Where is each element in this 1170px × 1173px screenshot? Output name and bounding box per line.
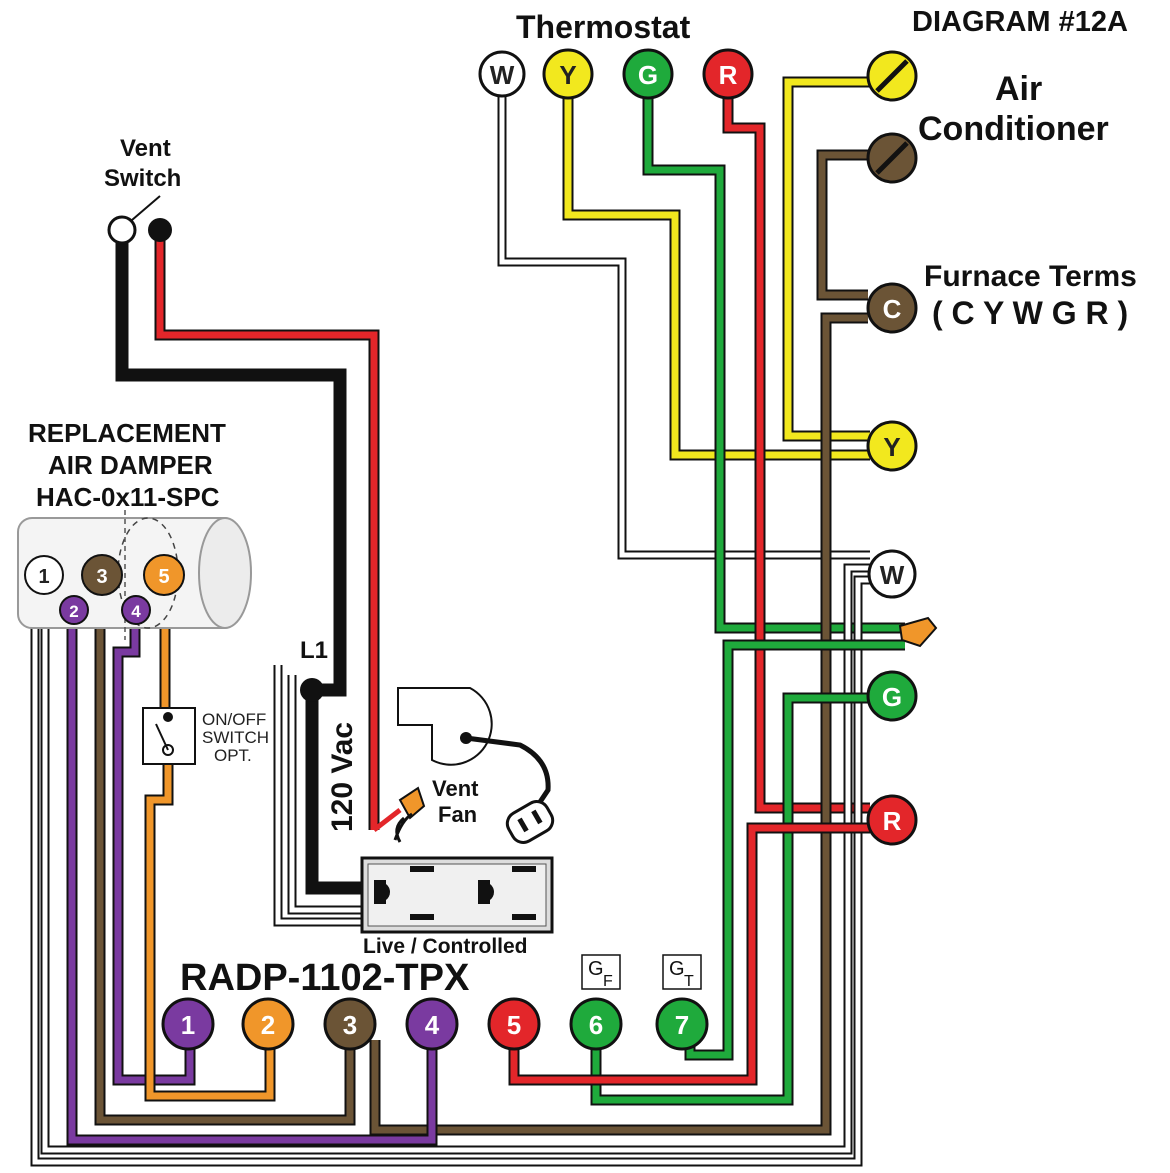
svg-text:1: 1 [38,566,49,588]
vent-switch-line1: Vent [120,135,171,162]
wire-black-line [115,232,368,895]
svg-text:R: R [883,806,902,836]
vent-fan-icon [397,687,555,844]
svg-text:7: 7 [675,1010,689,1040]
svg-text:6: 6 [589,1010,603,1040]
ac-title-line1: Air [995,70,1042,108]
wire-furnace-r [508,822,870,1086]
wire-nut-icon [898,616,938,648]
controller-terminal-5[interactable]: 5 [487,997,541,1051]
thermostat-terminal-w[interactable]: W [478,50,526,98]
svg-text:5: 5 [507,1010,521,1040]
thermostat-terminal-r[interactable]: R [702,48,754,100]
wire-red-line [154,232,380,830]
svg-text:1: 1 [181,1010,195,1040]
wire-ac-brown [369,149,880,1136]
controller-terminal-4[interactable]: 4 [405,997,459,1051]
furnace-title: Furnace Terms [924,260,1137,293]
svg-text:Y: Y [559,60,576,90]
controller-terminal-7[interactable]: 7 [655,997,709,1051]
damper-title-line1: REPLACEMENT [28,418,226,448]
onoff-switch[interactable] [142,707,196,765]
damper-terminal-5[interactable]: 5 [143,554,185,596]
controller-terminal-3[interactable]: 3 [323,997,377,1051]
wire-damper-4 [112,612,196,1086]
svg-text:2: 2 [69,602,78,621]
damper-terminal-1[interactable]: 1 [24,555,64,595]
svg-text:F: F [603,973,613,990]
wire-furnace-w [30,563,870,1167]
controller-terminal-2[interactable]: 2 [241,997,295,1051]
wire-thermostat-y [562,92,870,461]
wire-damper-2 [66,612,438,1146]
switch-opt-line1: ON/OFF [202,710,266,729]
svg-text:2: 2 [261,1010,275,1040]
controller-model: RADP-1102-TPX [180,957,470,999]
wire-thermostat-r [722,92,870,814]
controller-terminal-6[interactable]: 6 [569,997,623,1051]
svg-text:W: W [490,60,515,90]
wire-thermostat-w [497,92,870,560]
fan-wire-nut-icon [372,786,426,843]
thermostat-terminals: W Y G R [478,48,754,100]
ac-screw-brown[interactable] [866,132,918,184]
furnace-terminal-c[interactable]: C [866,282,918,334]
wire-thermostat-g [642,92,905,634]
controller-terminal-1[interactable]: 1 [161,997,215,1051]
svg-text:4: 4 [131,602,141,621]
svg-text:Y: Y [883,432,900,462]
wires [30,76,905,1167]
damper-title-line3: HAC-0x11-SPC [36,482,220,512]
thermostat-terminal-g[interactable]: G [622,48,674,100]
thermostat-terminal-y[interactable]: Y [542,48,594,100]
svg-text:G: G [638,60,658,90]
plug-icon [505,800,555,844]
vent-switch-line2: Switch [104,165,181,192]
svg-text:G: G [588,958,604,980]
furnace-terminal-r[interactable]: R [866,794,918,846]
svg-text:T: T [684,973,694,990]
furnace-terminal-w[interactable]: W [867,549,917,599]
svg-text:G: G [882,682,902,712]
gf-label-box: G F [581,954,621,990]
svg-text:C: C [883,294,902,324]
wire-ac-yellow [782,76,878,442]
switch-opt-line3: OPT. [214,746,252,765]
furnace-terminal-y[interactable]: Y [866,420,918,472]
diagram-title: DIAGRAM #12A [912,6,1128,38]
svg-text:W: W [880,560,905,590]
vent-switch[interactable] [107,195,172,245]
l1-label: L1 [300,637,328,664]
ac-screw-yellow[interactable] [866,50,918,102]
vent-fan-line2: Fan [438,802,477,827]
svg-text:R: R [719,60,738,90]
damper-terminal-4[interactable]: 4 [121,595,151,625]
outlet-icon[interactable] [360,856,554,934]
outlet-label: Live / Controlled [363,935,528,958]
svg-text:5: 5 [158,566,169,588]
switch-opt-line2: SWITCH [202,728,269,747]
vent-fan-line1: Vent [432,776,479,801]
damper-terminal-2[interactable]: 2 [59,595,89,625]
voltage-label: 120 Vac [326,722,359,832]
wire-damper-3 [94,598,356,1126]
damper-title-line2: AIR DAMPER [48,450,213,480]
damper-terminal-3[interactable]: 3 [81,554,123,596]
wire-controller-7 [684,639,905,1061]
gt-label-box: G T [662,954,702,990]
wire-neutral-outlet [273,665,368,927]
svg-text:3: 3 [96,566,107,588]
l1-junction-icon [300,678,324,702]
svg-text:G: G [669,958,685,980]
ac-title-line2: Conditioner [918,110,1109,148]
furnace-terminal-g[interactable]: G [866,670,918,722]
svg-text:4: 4 [425,1010,440,1040]
thermostat-title: Thermostat [516,9,691,45]
furnace-subtitle: ( C Y W G R ) [932,295,1128,331]
svg-text:3: 3 [343,1010,357,1040]
